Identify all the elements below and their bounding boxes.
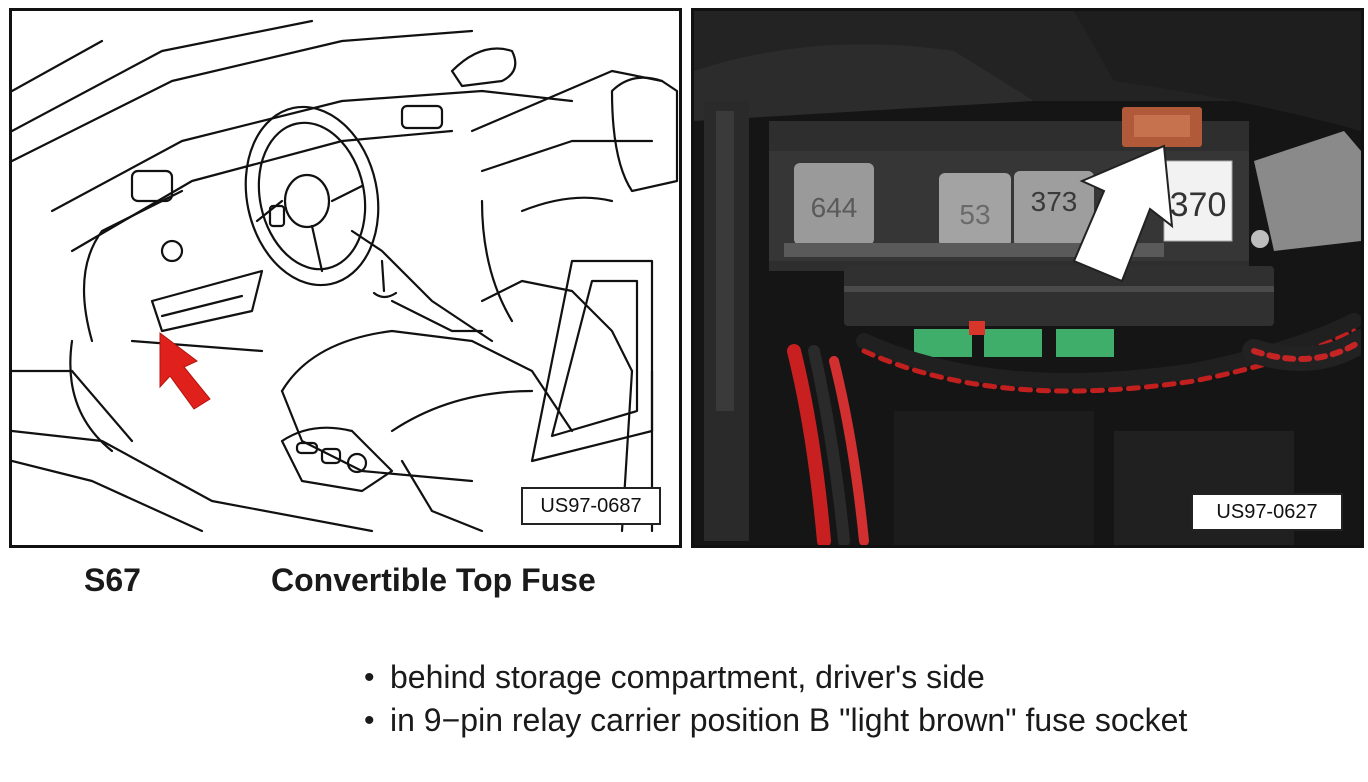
- car-interior-line-drawing: [12, 19, 679, 533]
- location-arrow-white: [1072, 144, 1174, 283]
- relay-carrier-photo: 644 53 373 370: [694, 11, 1361, 545]
- relay-label-373: 373: [1031, 186, 1078, 217]
- list-item: • behind storage compartment, driver's s…: [362, 656, 1342, 699]
- interior-drawing-figure: US97-0687: [9, 8, 682, 548]
- bullet-icon: •: [364, 704, 375, 737]
- bullet-icon: •: [364, 661, 375, 694]
- list-item: • in 9−pin relay carrier position B "lig…: [362, 699, 1342, 742]
- relay-label-370: 370: [1170, 186, 1227, 224]
- relay-label-53: 53: [959, 199, 990, 230]
- location-notes-list: • behind storage compartment, driver's s…: [362, 656, 1342, 742]
- list-item-text: in 9−pin relay carrier position B "light…: [390, 702, 1188, 738]
- relay-label-644: 644: [811, 192, 858, 223]
- fuse-code: S67: [84, 562, 141, 598]
- figure-id-label: US97-0687: [521, 487, 661, 525]
- list-item-text: behind storage compartment, driver's sid…: [390, 659, 985, 695]
- figure-id-label: US97-0627: [1191, 493, 1343, 531]
- location-arrow-red: [159, 331, 211, 410]
- fuse-title: Convertible Top Fuse: [271, 562, 596, 598]
- relay-carrier-figure: 644 53 373 370 US97-0627: [691, 8, 1364, 548]
